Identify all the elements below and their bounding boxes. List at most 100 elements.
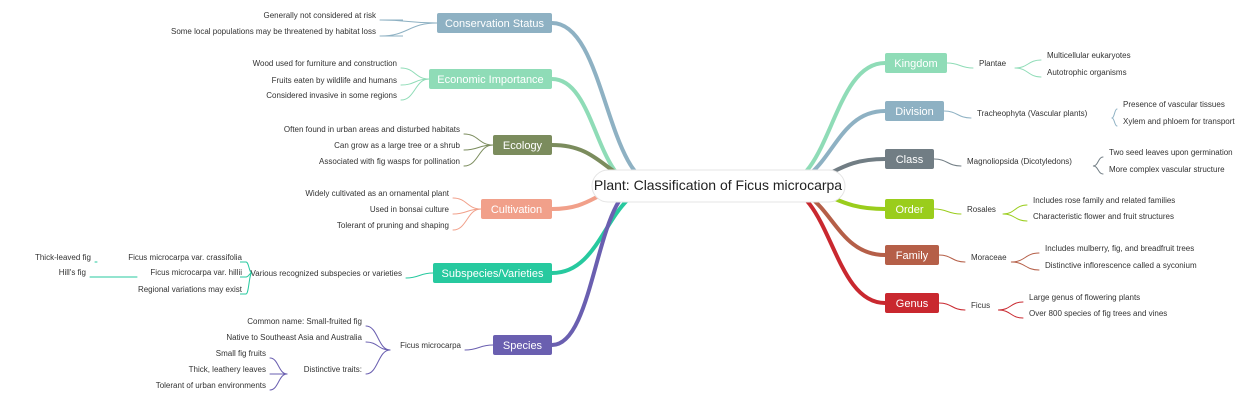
leaf-text: Tolerant of urban environments	[156, 381, 266, 390]
connector-line	[1014, 59, 1042, 69]
leaf-text: Characteristic flower and fruit structur…	[1033, 212, 1174, 221]
connector-line	[1010, 261, 1040, 271]
root-node[interactable]: Plant: Classification of Ficus microcarp…	[591, 169, 846, 203]
branch-division[interactable]: Division	[885, 101, 944, 121]
connector-line	[245, 272, 253, 295]
branch-conservation-status-box	[437, 13, 552, 33]
connector-line	[269, 357, 288, 375]
branch-kingdom-label: Kingdom	[894, 58, 937, 70]
subbranch-text: Tracheophyta (Vascular plants)	[977, 109, 1088, 118]
subbranch-text: Magnoliopsida (Dicotyledons)	[967, 157, 1072, 166]
branch-conservation-status[interactable]: Conservation Status	[437, 13, 552, 33]
branch-family[interactable]: Family	[885, 245, 939, 265]
connector-line	[379, 22, 438, 37]
connector-line	[365, 349, 391, 375]
branch-cultivation-label: Cultivation	[491, 204, 542, 216]
subbranch-text: Ficus microcarpa	[400, 341, 461, 350]
connector-line	[405, 272, 434, 279]
connector-line	[269, 373, 288, 391]
leaf-text: Autotrophic organisms	[1047, 68, 1127, 77]
connector-line	[776, 61, 887, 188]
branch-kingdom[interactable]: Kingdom	[885, 53, 947, 73]
leaf-text: Considered invasive in some regions	[266, 91, 397, 100]
connector-line	[463, 144, 494, 167]
connector-line	[400, 67, 430, 80]
branch-family-box	[885, 245, 939, 265]
branch-order-box	[885, 199, 934, 219]
leaf-text: Common name: Small-fruited fig	[247, 317, 362, 326]
branch-class-box	[885, 149, 934, 169]
leaf-text: Two seed leaves upon germination	[1109, 148, 1233, 157]
branch-subspecies-varieties-box	[433, 263, 552, 283]
connector-line	[998, 301, 1024, 311]
leaf-text: Distinctive traits:	[304, 365, 362, 374]
leaf-text: Over 800 species of fig trees and vines	[1029, 309, 1167, 318]
connector-line	[452, 197, 482, 210]
subbranch-text: Moraceae	[971, 253, 1007, 262]
leaf-text: Used in bonsai culture	[370, 205, 450, 214]
branch-ecology[interactable]: Ecology	[493, 135, 552, 155]
connector-line	[1092, 156, 1104, 167]
connector-line	[464, 344, 494, 351]
leaf-text: Multicellular eukaryotes	[1047, 51, 1131, 60]
connector-line	[1010, 252, 1040, 263]
leaf-text: Small fig fruits	[216, 349, 266, 358]
branch-ecology-label: Ecology	[503, 140, 543, 152]
connector-line	[1002, 213, 1028, 222]
connector-line	[776, 184, 887, 305]
connector-line	[400, 78, 430, 101]
leaf-text: Generally not considered at risk	[264, 11, 378, 20]
connector-line	[943, 110, 972, 119]
branch-economic-importance-box	[429, 69, 552, 89]
connector-line	[1111, 117, 1118, 127]
connector-line	[1092, 165, 1104, 175]
leaf-text: Ficus microcarpa var. crassifolia	[128, 253, 242, 262]
connector-line	[933, 158, 962, 167]
leaf-text: Includes mulberry, fig, and breadfruit t…	[1045, 244, 1194, 253]
leaf-text: Can grow as a large tree or a shrub	[334, 141, 460, 150]
branch-class[interactable]: Class	[885, 149, 934, 169]
branch-cultivation-box	[481, 199, 552, 219]
branch-genus[interactable]: Genus	[885, 293, 939, 313]
leaf-text: Thick-leaved fig	[35, 253, 91, 262]
connector-line	[463, 133, 494, 146]
branch-ecology-box	[493, 135, 552, 155]
connector-line	[998, 309, 1024, 319]
connector-line	[365, 341, 391, 351]
connector-line	[933, 208, 962, 215]
branch-subspecies-varieties-label: Subspecies/Varieties	[442, 268, 544, 280]
leaf-text: More complex vascular structure	[1109, 165, 1225, 174]
leaf-text: Includes rose family and related familie…	[1033, 196, 1175, 205]
connector-line	[938, 302, 966, 311]
branch-genus-box	[885, 293, 939, 313]
subbranch-text: Ficus	[971, 301, 990, 310]
leaf-text: Fruits eaten by wildlife and humans	[272, 76, 397, 85]
branch-subspecies-varieties[interactable]: Subspecies/Varieties	[433, 263, 552, 283]
root-label: Plant: Classification of Ficus microcarp…	[594, 177, 842, 193]
leaf-text: Wood used for furniture and construction	[253, 59, 397, 68]
branch-conservation-status-label: Conservation Status	[445, 18, 545, 30]
leaf-text: Often found in urban areas and disturbed…	[284, 125, 460, 134]
connector-line	[1002, 204, 1028, 215]
connector-line	[550, 21, 662, 188]
leaf-text: Ficus microcarpa var. hillii	[150, 268, 242, 277]
branch-division-label: Division	[895, 106, 934, 118]
branch-order[interactable]: Order	[885, 199, 934, 219]
branch-species-label: Species	[503, 340, 543, 352]
branch-species[interactable]: Species	[493, 335, 552, 355]
branch-division-box	[885, 101, 944, 121]
node-layer: Conservation Status Generally not conside…	[35, 11, 1235, 390]
connector-line	[1014, 67, 1042, 78]
branch-cultivation[interactable]: Cultivation	[481, 199, 552, 219]
branch-order-label: Order	[895, 204, 923, 216]
subbranch-text: Rosales	[967, 205, 996, 214]
branch-economic-importance[interactable]: Economic Importance	[429, 69, 552, 89]
leaf-text: Regional variations may exist	[138, 285, 243, 294]
leaf-text: Tolerant of pruning and shaping	[337, 221, 449, 230]
branch-genus-label: Genus	[896, 298, 929, 310]
branch-economic-importance-label: Economic Importance	[437, 74, 543, 86]
connector-line	[938, 254, 966, 263]
subbranch-text: Various recognized subspecies or varieti…	[251, 269, 402, 278]
leaf-text: Hill's fig	[59, 268, 86, 277]
